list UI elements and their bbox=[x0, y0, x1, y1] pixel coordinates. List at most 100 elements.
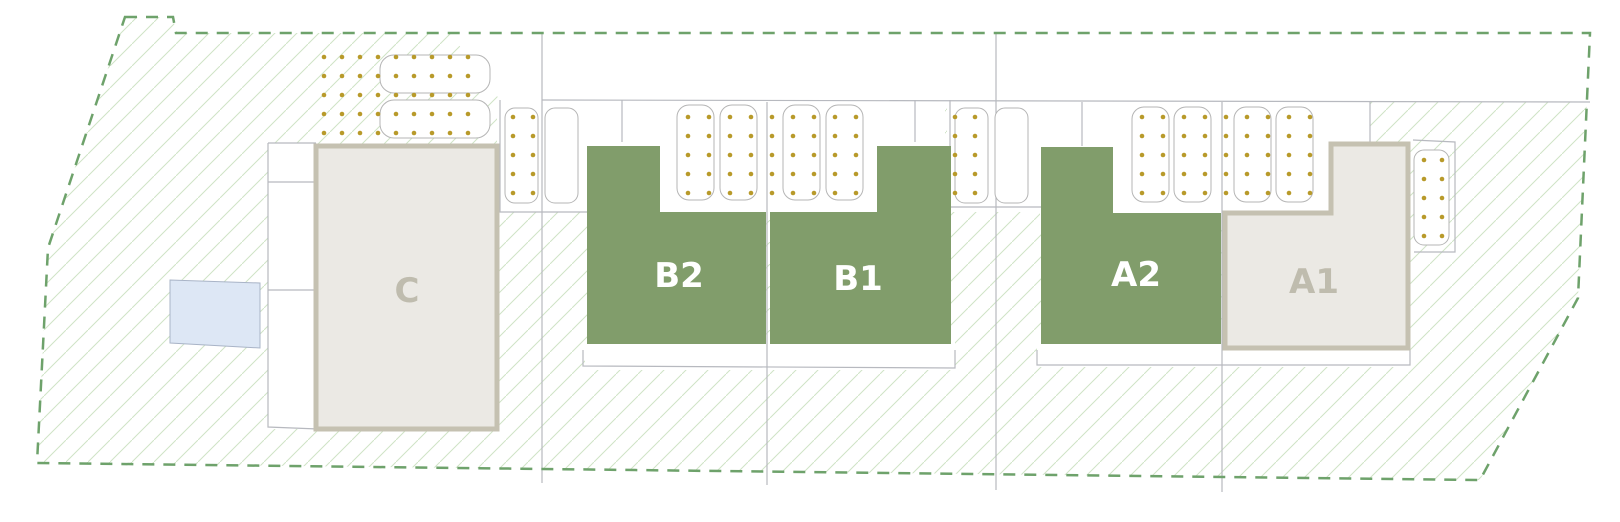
tree-dot bbox=[727, 133, 733, 139]
tree-dot bbox=[429, 54, 435, 60]
tree-dot bbox=[1223, 152, 1229, 158]
tree-dot bbox=[748, 190, 754, 196]
tree-dot bbox=[727, 114, 733, 120]
unit-b1-label: B1 bbox=[833, 259, 883, 299]
tree-dot bbox=[530, 152, 536, 158]
tree-dot bbox=[465, 130, 471, 136]
tree-dot bbox=[1244, 133, 1250, 139]
tree-dot bbox=[1181, 171, 1187, 177]
tree-dot bbox=[339, 130, 345, 136]
tree-dot bbox=[1160, 133, 1166, 139]
tree-dot bbox=[972, 114, 978, 120]
unit-b2[interactable]: B2 bbox=[587, 146, 766, 344]
tree-dot bbox=[1223, 114, 1229, 120]
tree-dot bbox=[411, 54, 417, 60]
tree-dot bbox=[1181, 152, 1187, 158]
tree-dot bbox=[1265, 152, 1271, 158]
tree-dot bbox=[1223, 190, 1229, 196]
tree-dot bbox=[790, 171, 796, 177]
tree-dot bbox=[790, 190, 796, 196]
unit-a2-footprint[interactable] bbox=[1041, 147, 1221, 344]
tree-dot bbox=[321, 111, 327, 117]
unit-b1[interactable]: B1 bbox=[770, 146, 951, 344]
tree-dot bbox=[685, 114, 691, 120]
tree-dot bbox=[339, 73, 345, 79]
unit-c-footprint[interactable] bbox=[313, 143, 500, 432]
tree-dot bbox=[1202, 171, 1208, 177]
tree-dot bbox=[447, 54, 453, 60]
tree-dot bbox=[1439, 176, 1445, 182]
tree-dot bbox=[811, 133, 817, 139]
tree-dot bbox=[1439, 214, 1445, 220]
tree-dot bbox=[1307, 190, 1313, 196]
tree-dot bbox=[1307, 171, 1313, 177]
tree-dot bbox=[339, 92, 345, 98]
tree-dot bbox=[972, 171, 978, 177]
tree-dot bbox=[832, 171, 838, 177]
tree-dot bbox=[1181, 133, 1187, 139]
parking-islands bbox=[379, 54, 1450, 246]
tree-dot bbox=[769, 133, 775, 139]
unit-b2-label: B2 bbox=[654, 256, 704, 296]
tree-dot bbox=[748, 133, 754, 139]
tree-dot bbox=[321, 73, 327, 79]
tree-dot bbox=[530, 114, 536, 120]
tree-dot bbox=[1421, 195, 1427, 201]
tree-dot bbox=[1244, 114, 1250, 120]
tree-dot bbox=[727, 152, 733, 158]
tree-dot bbox=[447, 73, 453, 79]
tree-dot bbox=[685, 133, 691, 139]
tree-dot bbox=[1439, 195, 1445, 201]
tree-dot bbox=[1421, 214, 1427, 220]
tree-dot bbox=[811, 171, 817, 177]
tree-dot bbox=[685, 190, 691, 196]
tree-dot bbox=[1202, 114, 1208, 120]
tree-dot bbox=[832, 152, 838, 158]
tree-dot bbox=[952, 190, 958, 196]
tree-dot bbox=[1160, 190, 1166, 196]
tree-dot bbox=[375, 73, 381, 79]
tree-dot bbox=[321, 130, 327, 136]
tree-dot bbox=[685, 152, 691, 158]
tree-dot bbox=[357, 130, 363, 136]
unit-a1[interactable]: A1 bbox=[1222, 141, 1411, 351]
tree-dot bbox=[1202, 133, 1208, 139]
unit-b1-footprint[interactable] bbox=[770, 146, 951, 344]
tree-dot bbox=[357, 111, 363, 117]
tree-dot bbox=[1202, 190, 1208, 196]
unit-a2[interactable]: A2 bbox=[1041, 147, 1221, 344]
tree-dot bbox=[1139, 171, 1145, 177]
tree-dot bbox=[1244, 152, 1250, 158]
tree-dot bbox=[1421, 233, 1427, 239]
tree-dot bbox=[465, 54, 471, 60]
tree-dot bbox=[429, 111, 435, 117]
tree-dot bbox=[1139, 152, 1145, 158]
tree-dot bbox=[1307, 133, 1313, 139]
tree-dot bbox=[748, 171, 754, 177]
tree-dot bbox=[853, 114, 859, 120]
tree-dot bbox=[853, 171, 859, 177]
tree-dot bbox=[429, 130, 435, 136]
tree-dot bbox=[1139, 190, 1145, 196]
tree-dot bbox=[1160, 152, 1166, 158]
tree-dot bbox=[769, 190, 775, 196]
tree-dot bbox=[952, 133, 958, 139]
tree-dot bbox=[393, 130, 399, 136]
tree-dot bbox=[1160, 114, 1166, 120]
tree-dot bbox=[411, 73, 417, 79]
tree-dot bbox=[748, 114, 754, 120]
unit-c[interactable]: C bbox=[313, 143, 500, 432]
unit-b2-footprint[interactable] bbox=[587, 146, 766, 344]
tree-dot bbox=[832, 114, 838, 120]
tree-dot bbox=[321, 54, 327, 60]
tree-dot bbox=[393, 73, 399, 79]
tree-dot bbox=[375, 130, 381, 136]
unit-a1-footprint[interactable] bbox=[1222, 141, 1411, 351]
tree-dot bbox=[1286, 190, 1292, 196]
tree-dot bbox=[972, 133, 978, 139]
tree-dot bbox=[357, 73, 363, 79]
tree-dot bbox=[411, 111, 417, 117]
tree-dot bbox=[832, 190, 838, 196]
tree-dot bbox=[1160, 171, 1166, 177]
